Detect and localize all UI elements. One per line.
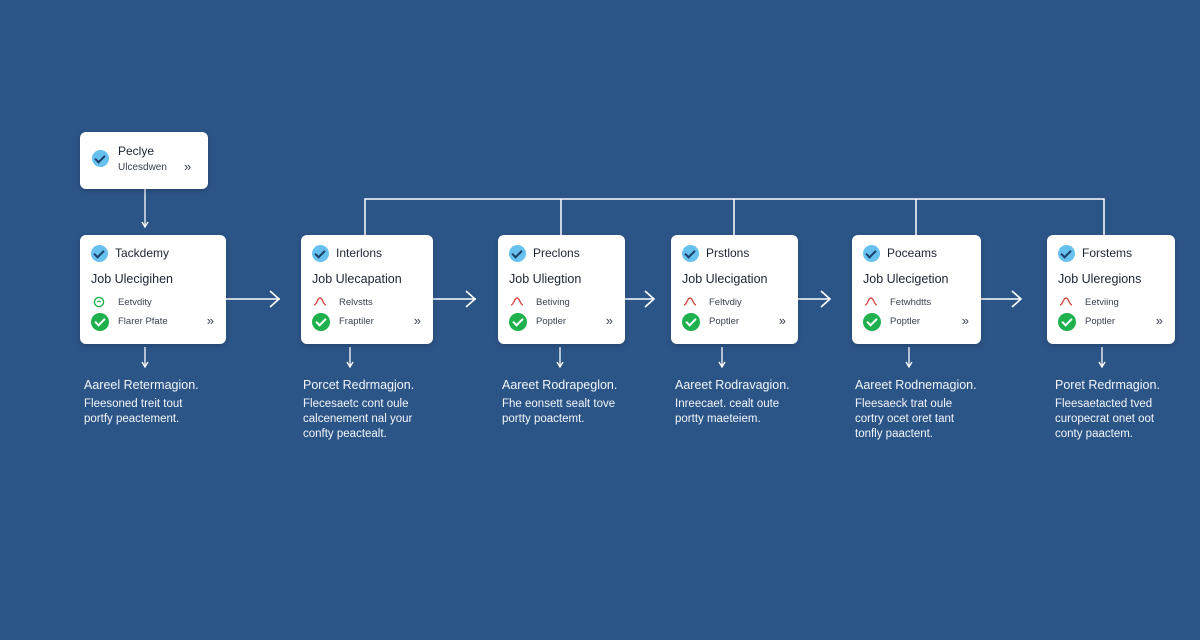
step-title: Forstems [1082,246,1133,260]
step-description-line: Inreecaet. cealt oute [675,398,780,410]
step-row1-label: Relvstts [339,297,373,308]
step-description-1: Aareel Retermagion. Fleesoned treit tout… [84,378,234,427]
green-check-icon [312,313,330,331]
check-icon [682,245,699,262]
step-description-5: Aareet Rodnemagion. Fleesaeck trat oule … [855,378,1005,442]
step-subtitle: Job Ulecigetion [863,272,949,286]
check-icon [92,150,109,167]
check-icon [91,245,108,262]
double-chevron-right-icon[interactable]: » [184,159,192,174]
step-row2-label: Flarer Pfate [118,316,168,327]
step-card-3[interactable]: Preclons Job Uliegtion Betiving Poptler … [498,235,625,344]
step-row1-label: Betiving [536,297,570,308]
step-row2-label: Poptler [709,316,740,327]
step-description-title: Porcet Redrmagjon. [303,378,415,392]
step-description-title: Aareet Rodnemagion. [855,378,977,392]
check-icon [312,245,329,262]
step-description-line: cortry ocet oret tant [855,413,955,425]
step-description-2: Porcet Redrmagjon. Flecesaetc cont oule … [303,378,453,442]
step-description-title: Poret Redrmagion. [1055,378,1160,392]
step-description-line: tonfly paactent. [855,428,933,440]
step-title: Interlons [336,246,383,260]
step-subtitle: Job Ulecapation [312,272,402,286]
green-check-icon [863,313,881,331]
step-subtitle: Job Uleregions [1058,272,1142,286]
step-description-line: conty paactem. [1055,428,1133,440]
step-row2-label: Poptler [1085,316,1116,327]
step-card-1[interactable]: Tackdemy Job Ulecigihen Eetvdity Flarer … [80,235,226,344]
step-title: Poceams [887,246,938,260]
step-row1-label: Fetwhdtts [890,297,932,308]
step-description-line: curopecrat onet oot [1055,413,1155,425]
step-description-body: Fleesaetacted tved curopecrat onet oot c… [1055,397,1195,442]
step-subtitle: Job Ulecigihen [91,272,173,286]
double-chevron-right-icon[interactable]: » [206,313,214,328]
green-check-icon [682,313,700,331]
root-node-subtitle: Ulcesdwen [118,162,167,173]
check-icon [1058,245,1075,262]
step-title: Preclons [533,246,580,260]
double-chevron-right-icon[interactable]: » [778,313,786,328]
step-description-line: Fhe eonsett sealt tove [502,398,616,410]
step-card-5[interactable]: Poceams Job Ulecigetion Fetwhdtts Poptle… [852,235,981,344]
green-ring-icon [93,296,105,308]
double-chevron-right-icon[interactable]: » [605,313,613,328]
step-description-4: Aareet Rodravagion. Inreecaet. cealt out… [675,378,825,427]
step-description-6: Poret Redrmagion. Fleesaetacted tved cur… [1055,378,1195,442]
step-description-line: portty poactemt. [502,413,585,425]
red-curve-icon [864,297,878,306]
double-chevron-right-icon[interactable]: » [1155,313,1163,328]
step-description-body: Fleesaeck trat oule cortry ocet oret tan… [855,397,1005,442]
step-card-4[interactable]: Prstlons Job Ulecigation Feltvdiy Poptle… [671,235,798,344]
root-node-card[interactable]: Peclye Ulcesdwen » [80,132,208,189]
red-curve-icon [510,297,524,306]
check-icon [509,245,526,262]
step-subtitle: Job Ulecigation [682,272,768,286]
green-check-icon [1058,313,1076,331]
double-chevron-right-icon[interactable]: » [961,313,969,328]
step-row2-label: Fraptiler [339,316,374,327]
step-description-title: Aareel Retermagion. [84,378,199,392]
step-description-line: portty maeteiem. [675,413,761,425]
step-description-line: confty peactealt. [303,428,387,440]
step-description-line: calcenement nal your [303,413,413,425]
step-description-line: Fleesoned treit tout [84,398,183,410]
step-card-2[interactable]: Interlons Job Ulecapation Relvstts Frapt… [301,235,433,344]
check-icon [863,245,880,262]
step-description-line: Fleesaeck trat oule [855,398,953,410]
step-row2-label: Poptler [890,316,921,327]
step-description-line: Flecesaetc cont oule [303,398,409,410]
red-curve-icon [683,297,697,306]
step-title: Tackdemy [115,246,170,260]
step-description-line: portfy peactement. [84,413,180,425]
green-check-icon [509,313,527,331]
step-row1-label: Eetviing [1085,297,1119,308]
step-description-body: Fhe eonsett sealt tove portty poactemt. [502,397,652,427]
step-description-title: Aareet Rodravagion. [675,378,790,392]
green-check-icon [91,313,109,331]
step-row1-label: Eetvdity [118,297,152,308]
red-curve-icon [313,297,327,306]
step-description-body: Fleesoned treit tout portfy peactement. [84,397,234,427]
step-title: Prstlons [706,246,750,260]
step-description-title: Aareet Rodrapeglon. [502,378,618,392]
red-curve-icon [1059,297,1073,306]
step-description-body: Inreecaet. cealt oute portty maeteiem. [675,397,825,427]
step-row1-label: Feltvdiy [709,297,742,308]
step-subtitle: Job Uliegtion [509,272,582,286]
root-node-title: Peclye [118,144,155,158]
step-row2-label: Poptler [536,316,567,327]
step-description-line: Fleesaetacted tved [1055,398,1153,410]
double-chevron-right-icon[interactable]: » [413,313,421,328]
step-description-body: Flecesaetc cont oule calcenement nal you… [303,397,453,442]
step-card-6[interactable]: Forstems Job Uleregions Eetviing Poptler… [1047,235,1175,344]
step-description-3: Aareet Rodrapeglon. Fhe eonsett sealt to… [502,378,652,427]
